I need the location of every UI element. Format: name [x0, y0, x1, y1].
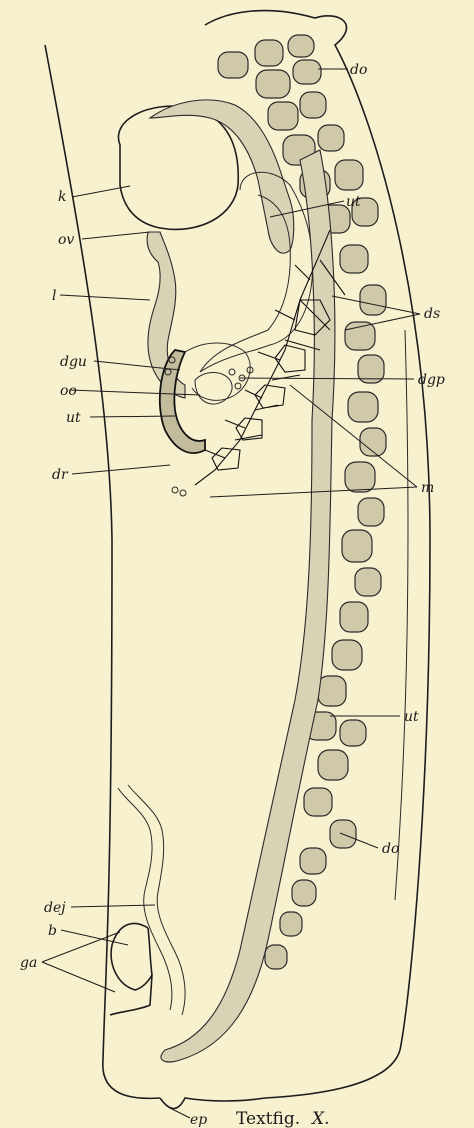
label-ga: ga — [20, 955, 37, 971]
vitellarium-cell — [300, 848, 326, 874]
label-ut-top: ut — [346, 194, 361, 210]
vitellarium-cell — [304, 788, 332, 816]
label-dr: dr — [52, 467, 69, 483]
vitellarium-cell — [340, 602, 368, 632]
vitellarium-cell — [358, 498, 384, 526]
vitellarium-cell — [318, 750, 348, 780]
label-k: k — [58, 189, 66, 205]
ovary — [118, 106, 238, 229]
vitellarium-cell — [318, 676, 346, 706]
vitellarium-cell — [256, 70, 290, 98]
figure-caption: Textfig. X. — [236, 1109, 330, 1128]
vitellarium-cell — [332, 640, 362, 670]
vitellarium-cell — [288, 35, 314, 57]
label-ov: ov — [58, 232, 74, 248]
label-b: b — [48, 923, 57, 939]
vitellarium-cell — [300, 92, 326, 118]
label-ut-low: ut — [404, 709, 419, 725]
label-ut-mid: ut — [66, 410, 81, 426]
caption-numeral: X. — [310, 1109, 330, 1128]
vitellarium-cell — [292, 880, 316, 906]
oviduct — [147, 100, 294, 398]
vitellarium-cell — [265, 945, 287, 969]
uterus-main — [161, 150, 335, 1062]
label-l: l — [52, 288, 56, 304]
vitellarium-cell — [348, 392, 378, 422]
label-dgu: dgu — [60, 354, 87, 370]
label-dej: dej — [44, 900, 66, 916]
vitellarium-cell — [280, 912, 302, 936]
vitellarium-cell — [293, 60, 321, 84]
vitellarium-cell — [268, 102, 298, 130]
label-do-top: do — [350, 62, 367, 78]
vitellarium-cell — [318, 125, 344, 151]
vitellarium-cell — [340, 245, 368, 273]
vitellarium-cell — [218, 52, 248, 78]
figure-labels: do k ut ov l ds dgu dgp oo ut m dr ut do… — [20, 62, 445, 1128]
vitellarium-cell — [255, 40, 283, 66]
vitellarium-cell — [345, 462, 375, 492]
vitellarium-cell — [335, 160, 363, 190]
genital-atrium — [110, 785, 185, 1015]
vitellarium-cell — [360, 285, 386, 315]
genital-complex — [160, 343, 253, 496]
vitellarium-cell — [355, 568, 381, 596]
vitellarium-cell — [342, 530, 372, 562]
label-dgp: dgp — [418, 372, 445, 388]
label-do-low: do — [382, 841, 399, 857]
vitellarium-cell — [340, 720, 366, 746]
vitellaria — [218, 35, 386, 969]
label-m: m — [421, 480, 434, 496]
caption-prefix: Textfig. — [236, 1109, 300, 1128]
uterus-upper — [200, 172, 313, 372]
vitellarium-cell — [345, 322, 375, 350]
label-ep: ep — [190, 1112, 207, 1128]
label-ds: ds — [424, 306, 440, 322]
label-oo: oo — [60, 383, 77, 399]
